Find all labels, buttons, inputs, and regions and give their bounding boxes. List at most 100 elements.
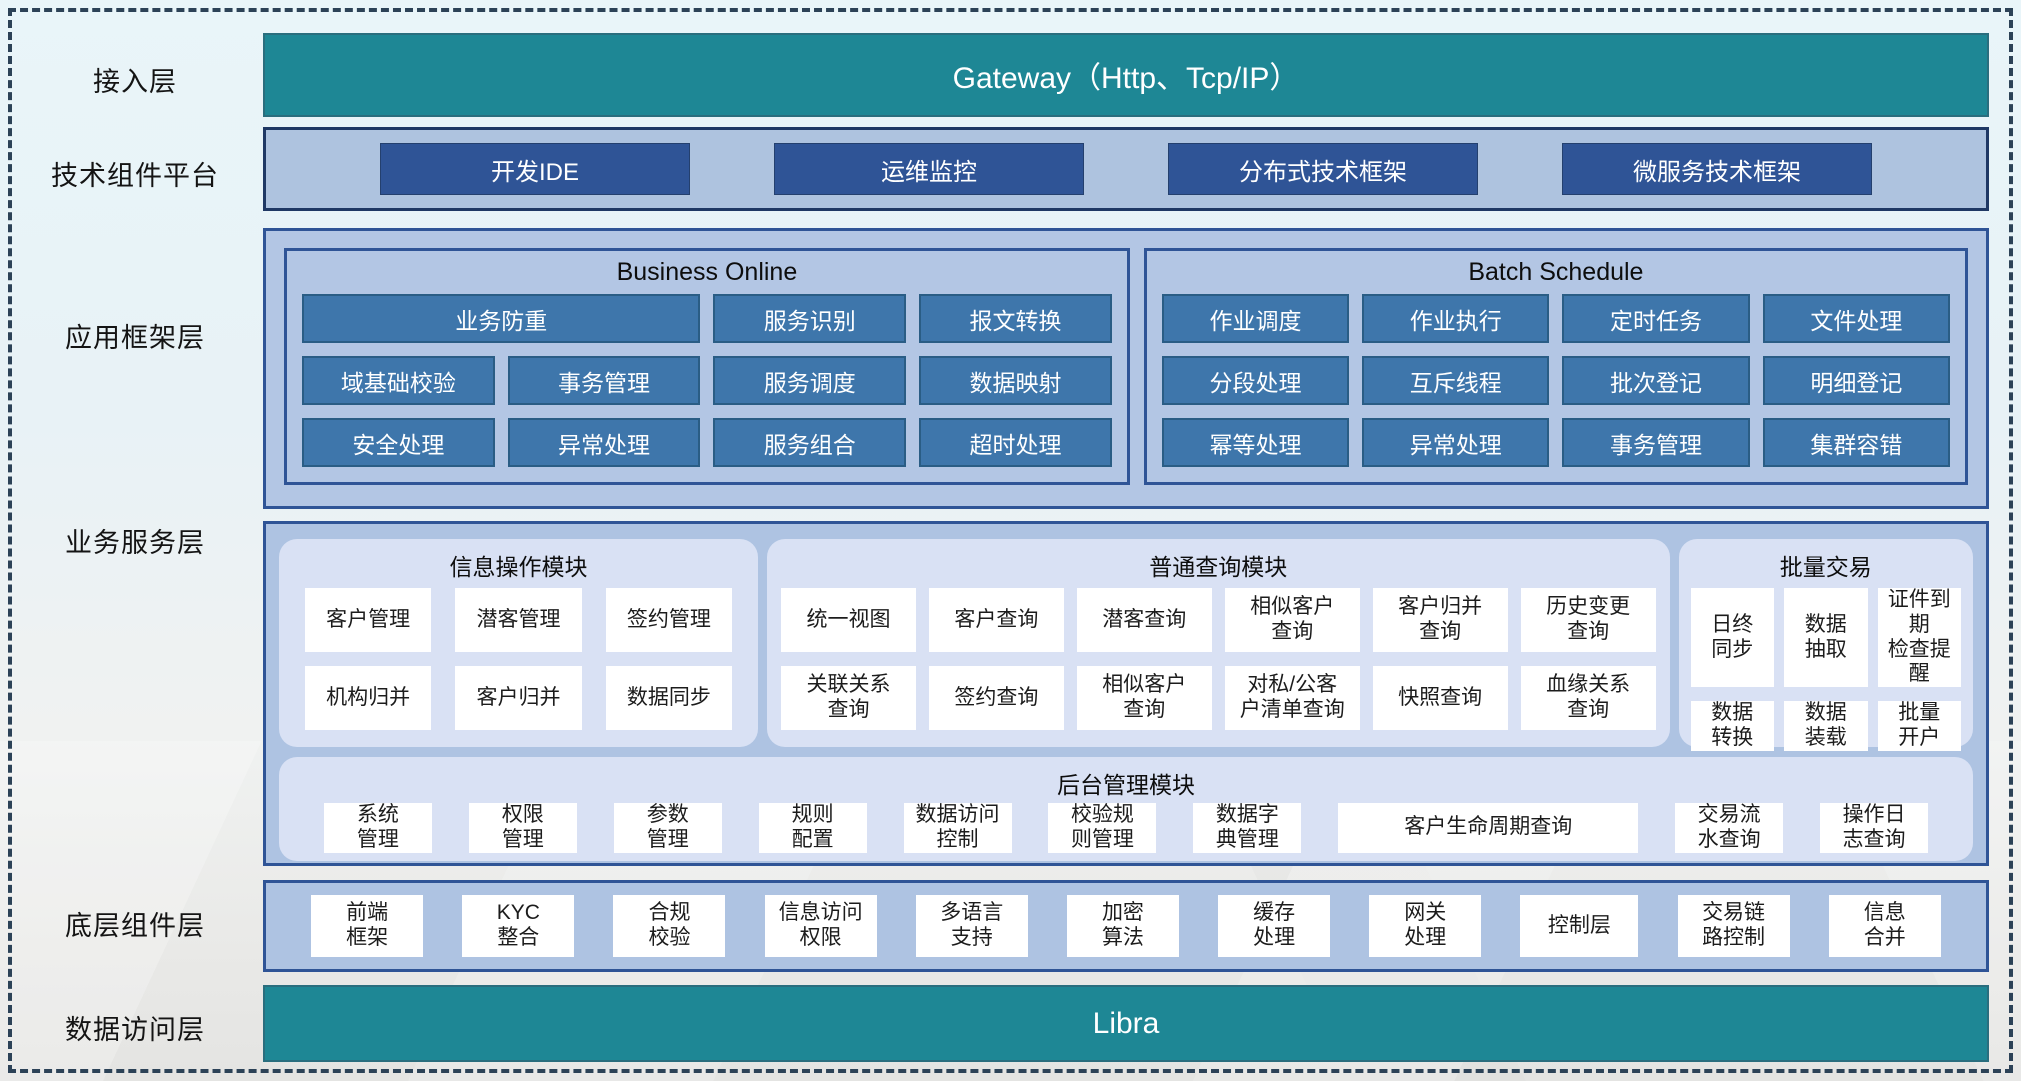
app-framework-band: Business Online 业务防重服务识别报文转换域基础校验事务管理服务调…: [263, 228, 1989, 509]
base-component-item: 交易链 路控制: [1677, 895, 1790, 957]
tech-platform-item: 分布式技术框架: [1168, 143, 1478, 195]
query-module-item: 潜客查询: [1076, 588, 1212, 652]
base-component-item: 信息访问 权限: [764, 895, 877, 957]
batch-schedule-item: 明细登记: [1762, 356, 1950, 405]
base-component-item: 合规 校验: [613, 895, 726, 957]
query-module-item: 相似客户 查询: [1076, 666, 1212, 730]
info-operation-module: 信息操作模块 客户管理潜客管理签约管理机构归并客户归并数据同步: [279, 539, 758, 747]
query-module-item: 血缘关系 查询: [1520, 666, 1656, 730]
batch-schedule-item: 批次登记: [1562, 356, 1750, 405]
query-module-item: 快照查询: [1372, 666, 1508, 730]
admin-module: 后台管理模块 系统 管理权限 管理参数 管理规则 配置数据访问 控制校验规 则管…: [279, 757, 1973, 861]
base-component-item: KYC 整合: [462, 895, 575, 957]
info-operation-item: 客户归并: [455, 666, 582, 730]
batch-schedule-item: 文件处理: [1762, 294, 1950, 343]
tech-platform-band: 开发IDE 运维监控 分布式技术框架 微服务技术框架: [263, 127, 1989, 211]
batch-schedule-panel: Batch Schedule 作业调度作业执行定时任务文件处理分段处理互斥线程批…: [1143, 248, 1968, 485]
info-operation-grid: 客户管理潜客管理签约管理机构归并客户归并数据同步: [279, 585, 758, 747]
business-online-grid: 业务防重服务识别报文转换域基础校验事务管理服务调度数据映射安全处理异常处理服务组…: [287, 292, 1127, 482]
business-online-item: 事务管理: [507, 356, 701, 405]
tech-platform-item: 运维监控: [774, 143, 1084, 195]
base-component-item: 控制层: [1520, 895, 1639, 957]
batch-schedule-title: Batch Schedule: [1468, 258, 1644, 286]
query-module-item: 历史变更 查询: [1520, 588, 1656, 652]
business-online-title: Business Online: [616, 258, 798, 286]
info-operation-item: 机构归并: [305, 666, 432, 730]
label-base-component-layer: 底层组件层: [65, 911, 205, 941]
base-component-item: 加密 算法: [1066, 895, 1179, 957]
info-operation-item: 客户管理: [305, 588, 432, 652]
admin-module-item: 权限 管理: [468, 803, 577, 853]
base-component-item: 缓存 处理: [1218, 895, 1331, 957]
admin-module-item: 校验规 则管理: [1048, 803, 1157, 853]
batch-schedule-item: 幂等处理: [1161, 418, 1350, 467]
query-module-item: 关联关系 查询: [781, 666, 916, 730]
business-online-item: 超时处理: [919, 418, 1112, 467]
business-online-item: 服务组合: [713, 418, 907, 467]
label-business-service-layer: 业务服务层: [65, 528, 205, 558]
batch-transaction-item: 数据 转换: [1690, 701, 1775, 751]
business-online-item: 域基础校验: [302, 356, 495, 405]
business-online-item: 服务调度: [713, 356, 907, 405]
batch-schedule-item: 作业执行: [1362, 294, 1550, 343]
query-module: 普通查询模块 统一视图客户查询潜客查询相似客户 查询客户归并 查询历史变更 查询…: [767, 539, 1670, 747]
query-module-item: 客户归并 查询: [1372, 588, 1508, 652]
admin-module-item: 系统 管理: [323, 803, 432, 853]
admin-module-item: 交易流 水查询: [1675, 803, 1784, 853]
tech-platform-item: 开发IDE: [380, 143, 690, 195]
query-module-item: 签约查询: [928, 666, 1064, 730]
label-app-framework-layer: 应用框架层: [65, 323, 205, 353]
batch-transaction-grid: 日终 同步数据 抽取证件到期 检查提醒数据 转换数据 装载批量 开户: [1679, 585, 1973, 768]
label-access-layer: 接入层: [93, 67, 177, 97]
batch-schedule-item: 定时任务: [1562, 294, 1750, 343]
batch-schedule-grid: 作业调度作业执行定时任务文件处理分段处理互斥线程批次登记明细登记幂等处理异常处理…: [1147, 292, 1965, 482]
info-operation-item: 签约管理: [605, 588, 732, 652]
query-module-item: 相似客户 查询: [1224, 588, 1360, 652]
business-online-item: 业务防重: [302, 294, 701, 343]
base-component-item: 信息 合并: [1828, 895, 1941, 957]
admin-module-row: 系统 管理权限 管理参数 管理规则 配置数据访问 控制校验规 则管理数据字 典管…: [279, 803, 1973, 865]
business-online-item: 报文转换: [919, 294, 1112, 343]
admin-module-item: 规则 配置: [758, 803, 867, 853]
query-module-grid: 统一视图客户查询潜客查询相似客户 查询客户归并 查询历史变更 查询关联关系 查询…: [767, 585, 1670, 747]
service-modules-row: 信息操作模块 客户管理潜客管理签约管理机构归并客户归并数据同步 普通查询模块 统…: [279, 539, 1973, 751]
business-online-item: 数据映射: [919, 356, 1112, 405]
admin-module-item: 客户生命周期查询: [1338, 803, 1639, 853]
batch-transaction-item: 日终 同步: [1690, 588, 1775, 688]
batch-schedule-item: 作业调度: [1161, 294, 1350, 343]
query-module-title: 普通查询模块: [1149, 554, 1288, 580]
base-component-item: 前端 框架: [311, 895, 424, 957]
base-component-item: 网关 处理: [1369, 895, 1482, 957]
tech-platform-item: 微服务技术框架: [1562, 143, 1872, 195]
info-operation-title: 信息操作模块: [449, 554, 588, 580]
business-online-item: 异常处理: [507, 418, 701, 467]
batch-schedule-item: 集群容错: [1762, 418, 1950, 467]
libra-bar: Libra: [263, 985, 1989, 1062]
gateway-bar: Gateway（Http、Tcp/IP）: [263, 33, 1989, 117]
admin-module-item: 操作日 志查询: [1820, 803, 1929, 853]
query-module-item: 客户查询: [928, 588, 1064, 652]
query-module-item: 对私/公客 户清单查询: [1224, 666, 1360, 730]
batch-transaction-item: 批量 开户: [1877, 701, 1961, 751]
base-components-band: 前端 框架 KYC 整合合规 校验信息访问 权限多语言 支持加密 算法缓存 处理网…: [263, 880, 1989, 972]
batch-schedule-item: 互斥线程: [1362, 356, 1550, 405]
label-tech-component-platform: 技术组件平台: [51, 161, 219, 191]
admin-module-title: 后台管理模块: [1057, 772, 1195, 798]
admin-module-item: 数据字 典管理: [1193, 803, 1302, 853]
batch-transaction-item: 数据 抽取: [1784, 588, 1868, 688]
base-component-item: 多语言 支持: [915, 895, 1028, 957]
info-operation-item: 潜客管理: [455, 588, 582, 652]
business-service-band: 信息操作模块 客户管理潜客管理签约管理机构归并客户归并数据同步 普通查询模块 统…: [263, 521, 1989, 866]
info-operation-item: 数据同步: [605, 666, 732, 730]
business-online-panel: Business Online 业务防重服务识别报文转换域基础校验事务管理服务调…: [284, 248, 1130, 485]
batch-transaction-item: 数据 装载: [1784, 701, 1868, 751]
batch-schedule-item: 事务管理: [1562, 418, 1750, 467]
batch-transaction-module: 批量交易 日终 同步数据 抽取证件到期 检查提醒数据 转换数据 装载批量 开户: [1678, 539, 1973, 751]
batch-transaction-item: 证件到期 检查提醒: [1877, 588, 1961, 688]
business-online-item: 服务识别: [713, 294, 907, 343]
batch-schedule-item: 异常处理: [1362, 418, 1550, 467]
batch-transaction-title: 批量交易: [1779, 554, 1872, 580]
query-module-item: 统一视图: [781, 588, 916, 652]
batch-schedule-item: 分段处理: [1161, 356, 1350, 405]
